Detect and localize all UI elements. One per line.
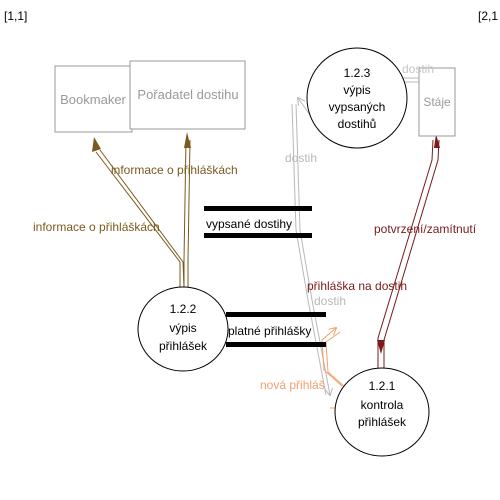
flow-label-race-low: dostih	[314, 294, 346, 308]
entity-bookmaker[interactable]: Bookmaker	[54, 65, 133, 133]
process-1-2-2[interactable]: 1.2.2 výpis přihlášek	[137, 286, 229, 372]
flow-stable-process121	[377, 134, 440, 368]
process-1-2-1-line1: kontrola	[361, 398, 404, 412]
process-1-2-3-line2: vypsaných	[329, 100, 386, 114]
entity-stable[interactable]: Stáje	[418, 67, 456, 137]
process-1-2-2-line1: výpis	[169, 321, 196, 335]
flow-label-info-bookmaker: informace o přihláškách	[33, 220, 160, 234]
entity-bookmaker-label: Bookmaker	[60, 92, 126, 107]
flow-label-info-organizer: informace o přihláškách	[111, 163, 238, 177]
process-1-2-3-line3: dostihů	[338, 117, 377, 131]
flow-info-to-bookmaker	[92, 137, 185, 289]
flow-label-race-application: přihláška na dostih	[307, 279, 407, 293]
flow-race-store	[291, 98, 330, 395]
store-valid-applications-label: platné přihlášky	[228, 324, 311, 338]
process-1-2-2-line2: přihlášek	[159, 339, 208, 353]
process-1-2-3-line1: výpis	[343, 83, 370, 97]
process-1-2-1-id: 1.2.1	[369, 379, 396, 393]
corner-label-left: [1,1]	[4, 9, 27, 23]
flow-label-race-top: dostih	[402, 62, 434, 76]
flow-info-to-organizer	[183, 132, 191, 288]
entity-organizer[interactable]: Pořadatel dostihu	[129, 60, 246, 130]
corner-label-right: [2,1	[478, 9, 498, 23]
process-1-2-3[interactable]: 1.2.3 výpis vypsaných dostihů	[306, 47, 408, 149]
process-1-2-2-id: 1.2.2	[170, 302, 197, 316]
store-listed-races-label: vypsané dostihy	[206, 217, 292, 231]
process-1-2-1-line2: přihlášek	[358, 415, 407, 429]
flow-label-new-application: nová přihláš	[260, 378, 325, 392]
store-valid-applications[interactable]: platné přihlášky	[226, 312, 326, 347]
store-listed-races[interactable]: vypsané dostihy	[204, 206, 312, 238]
process-1-2-1[interactable]: 1.2.1 kontrola přihlášek	[334, 367, 430, 457]
entity-stable-label: Stáje	[423, 95, 451, 109]
flow-label-race-mid: dostih	[285, 151, 317, 165]
process-1-2-3-id: 1.2.3	[344, 66, 371, 80]
flow-label-confirm-reject: potvrzení/zamítnutí	[374, 222, 477, 236]
entity-organizer-label: Pořadatel dostihu	[137, 87, 238, 102]
